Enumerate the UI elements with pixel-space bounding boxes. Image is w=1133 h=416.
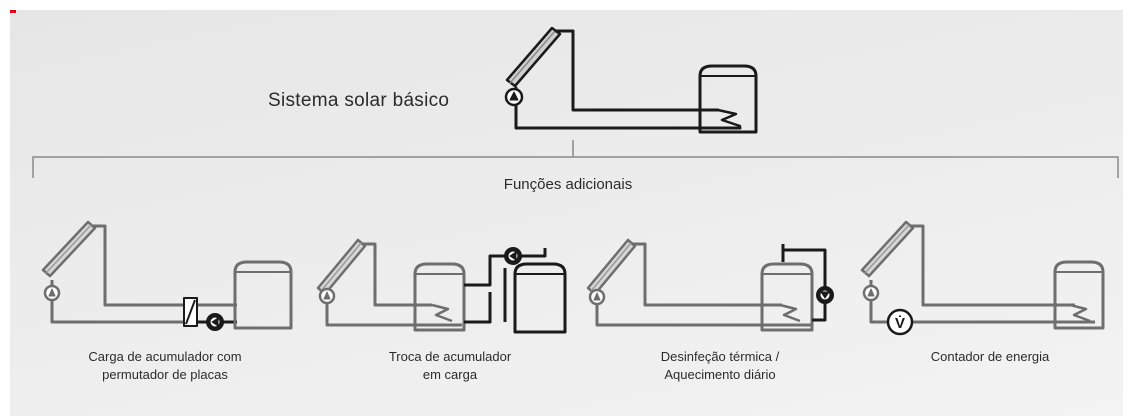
function-label-plate-exchanger: Carga de acumulador com permutador de pl… [60,348,270,384]
return-pipe [325,298,462,327]
flow-pipe [92,224,237,307]
pump-icon [43,284,61,302]
return-pipe [50,280,205,324]
function-label-line2: Aquecimento diário [664,367,776,382]
flow-pipe [554,29,720,112]
storage-tank-icon [413,262,466,332]
function-diagram-energy-meter [860,220,1105,336]
function-label-line1: Carga de acumulador com [88,349,242,364]
storage-tank-icon [233,260,293,330]
diagram-panel [10,10,1123,416]
plate-exchanger-icon [183,297,198,327]
solar-collector-icon [505,26,562,88]
pump-icon [862,284,880,302]
solar-collector-icon [860,220,915,278]
return-pipe [514,86,742,130]
return-pipe [595,298,812,327]
flow-pipe [632,242,782,307]
pump-icon [504,87,524,107]
function-label-line1: Contador de energia [930,349,1050,364]
solar-collector-icon [316,238,367,296]
second-storage-tank-icon [513,262,567,334]
flow-pipe [910,224,1075,307]
pump-icon [588,288,606,306]
basic-system-diagram [504,26,758,134]
transfer-pump-icon [504,247,522,265]
secondary-pump-icon [206,313,224,331]
disinfection-circuit [781,244,827,322]
storage-tank-icon [1053,260,1105,330]
storage-tank-icon [698,64,758,134]
function-label-line1: Desinfeção térmica / [660,349,780,364]
function-diagram-tank-transfer [316,238,567,334]
function-label-line1: Troca de acumulador [388,349,512,364]
disinfection-pump-icon [816,286,834,304]
functions-bracket [32,140,1119,178]
function-label-thermal-disinfection: Desinfeção térmica / Aquecimento diário [600,348,840,384]
flow-pipe [362,242,432,307]
function-label-tank-transfer: Troca de acumulador em carga [340,348,560,384]
solar-collector-icon [41,220,97,278]
energy-meter-symbol: V̇ [895,315,905,332]
energy-meter-icon [886,308,914,336]
solar-collector-icon [586,238,637,296]
brand-accent-mark [10,10,16,13]
function-label-line2: em carga [422,367,478,382]
function-diagram-thermal-disinfection [586,238,834,332]
function-label-energy-meter: Contador de energia [900,348,1080,366]
basic-system-title: Sistema solar básico [268,90,450,111]
transfer-circuit [464,248,547,324]
function-diagram-plate-exchanger [41,220,293,331]
additional-functions-title: Funções adicionais [503,176,633,193]
function-label-line2: permutador de placas [102,367,228,382]
pump-icon [318,287,336,305]
storage-tank-icon [760,262,814,332]
